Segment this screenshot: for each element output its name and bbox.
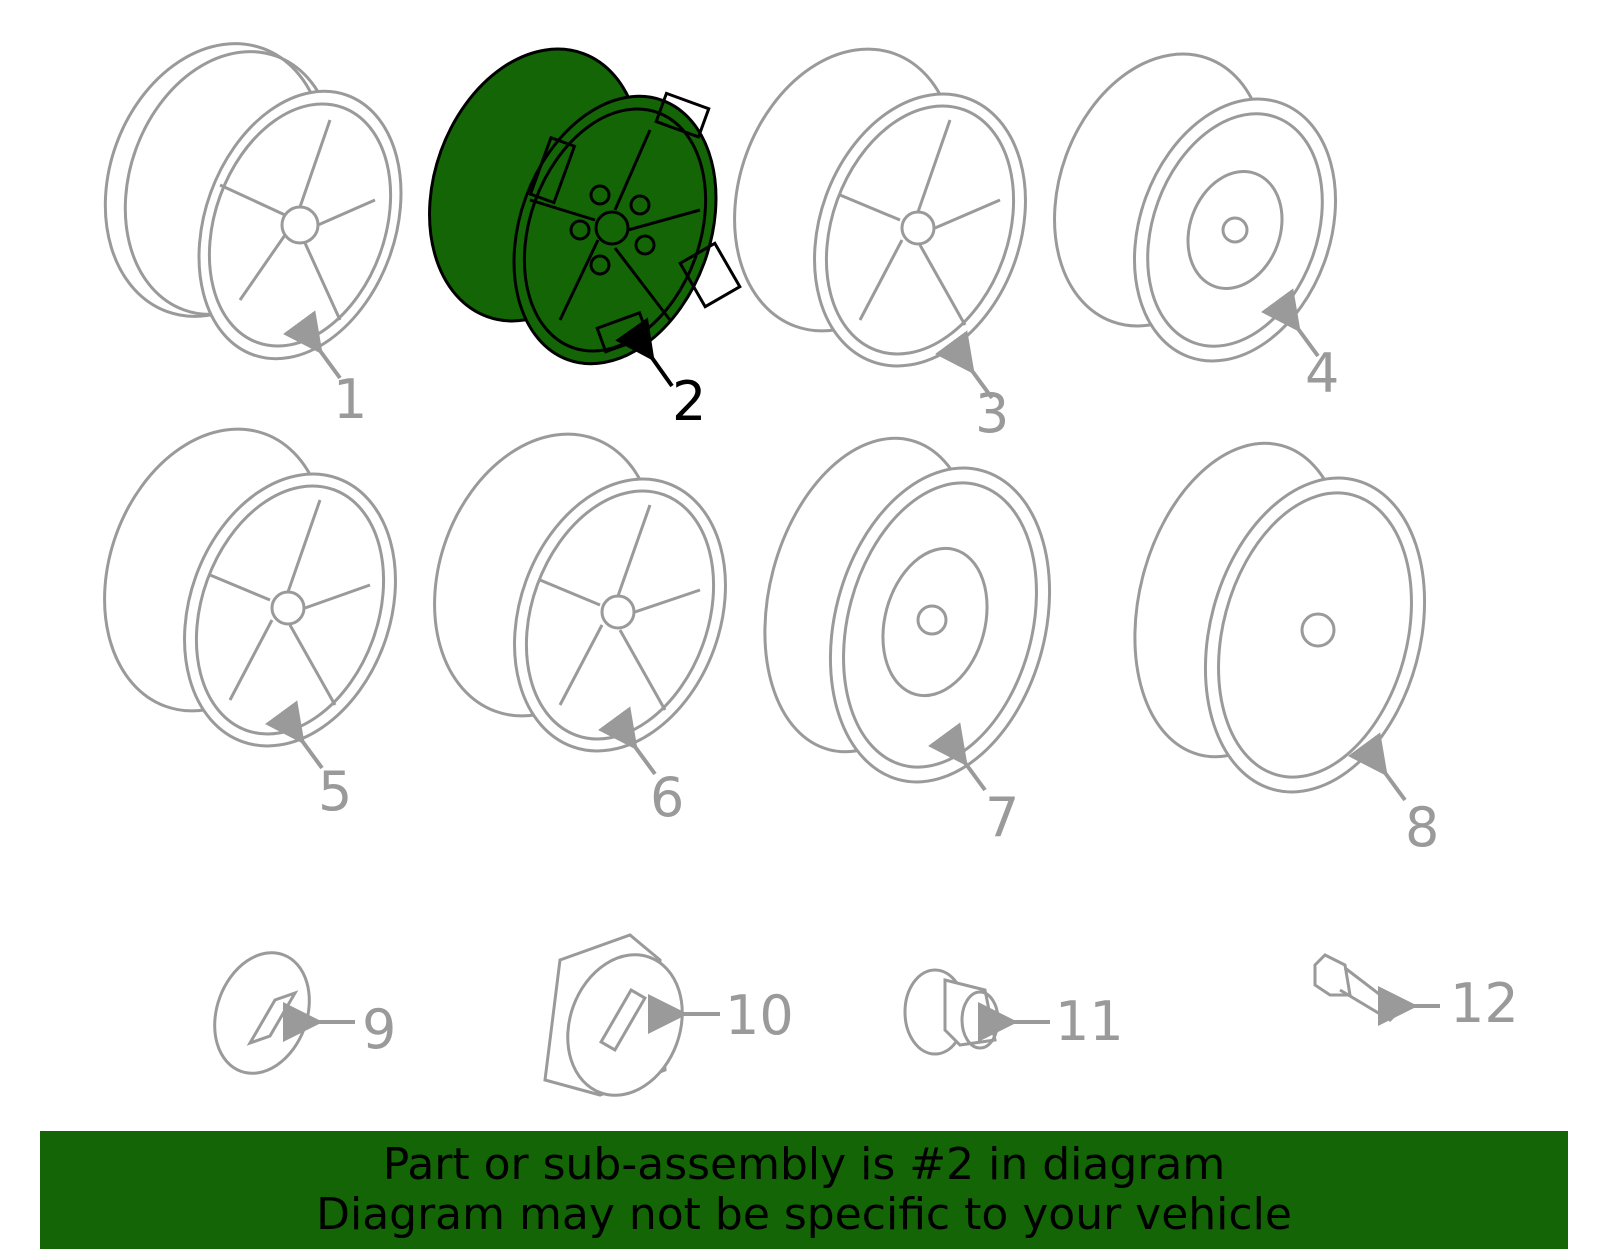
wheel-part-5[interactable] bbox=[67, 398, 432, 776]
wheel-part-2[interactable] bbox=[393, 19, 751, 392]
callout-11: 11 bbox=[1055, 990, 1124, 1053]
banner-line-2: Diagram may not be specific to your vehi… bbox=[316, 1189, 1292, 1240]
callout-5: 5 bbox=[318, 760, 352, 823]
wheel-part-3[interactable] bbox=[697, 18, 1062, 400]
callout-10: 10 bbox=[725, 984, 794, 1047]
lug-nut-part-11[interactable] bbox=[903, 968, 1050, 1056]
callout-12: 12 bbox=[1450, 972, 1519, 1035]
callout-7: 7 bbox=[985, 786, 1019, 849]
center-cap-part-9[interactable] bbox=[199, 939, 355, 1086]
wheel-part-1[interactable] bbox=[68, 13, 436, 388]
tpms-valve-part-12[interactable] bbox=[1313, 953, 1440, 1026]
callout-4: 4 bbox=[1305, 342, 1339, 405]
selected-part-banner: Part or sub-assembly is #2 in diagram Di… bbox=[40, 1131, 1568, 1249]
callout-8: 8 bbox=[1405, 796, 1439, 859]
banner-line-1: Part or sub-assembly is #2 in diagram bbox=[382, 1139, 1226, 1190]
wheel-part-4[interactable] bbox=[1018, 24, 1370, 389]
wheel-part-7[interactable] bbox=[732, 415, 1083, 807]
callout-3: 3 bbox=[975, 382, 1009, 445]
center-cap-part-10[interactable] bbox=[543, 933, 720, 1111]
callout-6: 6 bbox=[650, 766, 684, 829]
callout-1: 1 bbox=[333, 368, 367, 431]
wheel-part-6[interactable] bbox=[397, 403, 762, 781]
callout-2: 2 bbox=[672, 370, 706, 433]
wheel-part-8[interactable] bbox=[1102, 420, 1458, 817]
callout-9: 9 bbox=[362, 998, 396, 1061]
